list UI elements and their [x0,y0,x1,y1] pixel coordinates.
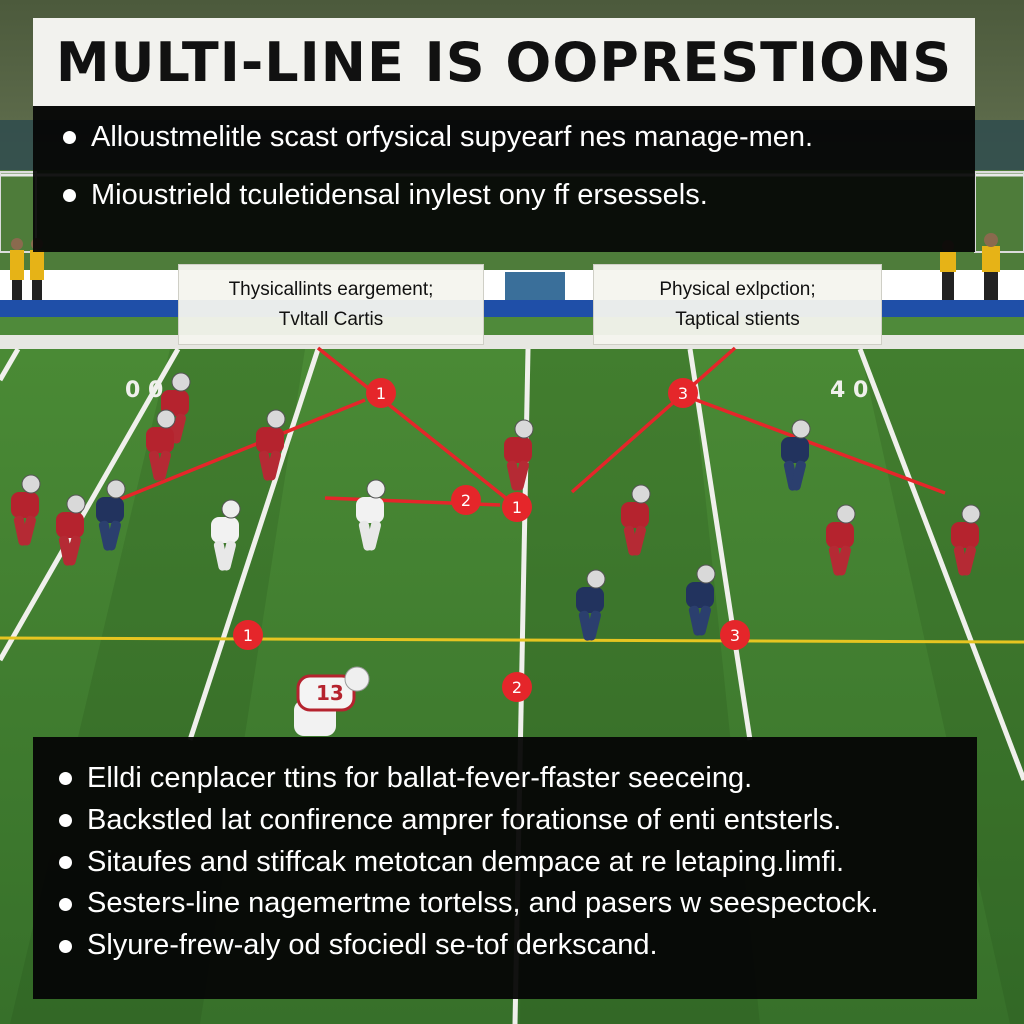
player [146,409,176,481]
player [11,474,41,546]
player [356,479,386,551]
player [826,504,856,576]
marker-circle [451,485,481,515]
marker-number: 2 [461,491,471,510]
yard-number-left: 0 0 [125,378,163,403]
jersey-number: 13 [316,681,344,705]
player [256,409,286,481]
marker-circle [720,620,750,650]
player-quarterback: 13 [294,666,370,736]
bottom-note-item: Backstled lat confirence amprer foration… [57,803,977,838]
player [161,372,191,444]
player [951,504,981,576]
player [576,569,606,641]
player [621,484,651,556]
bench-equipment [505,272,565,302]
player [56,494,86,566]
marker-circle [668,378,698,408]
marker-circle [366,378,396,408]
bottom-note-item: Slyure-frew-aly od sfociedl se-tof derks… [57,928,977,963]
marker-number: 3 [730,626,740,645]
marker-number: 1 [376,384,386,403]
player [686,564,716,636]
marker-number: 3 [678,384,688,403]
yard-number-right: 4 0 [830,378,868,403]
players-group [11,372,981,641]
callout-card-right: Physical exlpction; Taptical stients [593,264,882,345]
marker-circle [502,672,532,702]
bottom-note-item: Sitaufes and stiffcak metotcan dempace a… [57,845,977,880]
marker-number: 1 [243,626,253,645]
top-note-item: Mioustrield tculetidensal inylest ony ff… [61,178,975,213]
marker-circle [233,620,263,650]
bottom-note-item: Elldi cenplacer ttins for ballat-fever-f… [57,761,977,796]
top-notes-panel: Alloustmelitle scast orfysical supyearf … [33,106,975,252]
marker-number: 1 [512,498,522,517]
title-banner: MULTI-LINE IS OOPRESTIONS [33,18,975,106]
bottom-notes-panel: Elldi cenplacer ttins for ballat-fever-f… [33,737,977,999]
page-title: MULTI-LINE IS OOPRESTIONS [55,30,953,94]
callout-left-line1: Thysicallints eargement; [228,279,434,301]
player [781,419,811,491]
player [211,499,241,571]
marker-circle [502,492,532,522]
player [504,419,534,491]
callout-right-line1: Physical exlpction; [659,279,816,301]
marker-number: 2 [512,678,522,697]
bottom-note-item: Sesters-line nagemertme tortelss, and pa… [57,886,977,921]
player [96,479,126,551]
line-of-scrimmage [0,636,1024,644]
callout-card-left: Thysicallints eargement; Tvltall Cartis [178,264,484,345]
play-diagram-lines [117,346,946,509]
callout-right-line2: Taptical stients [675,308,800,330]
top-notes-list: Alloustmelitle scast orfysical supyearf … [61,120,975,213]
bottom-notes-list: Elldi cenplacer ttins for ballat-fever-f… [57,761,977,963]
callout-left-line2: Tvltall Cartis [278,308,384,330]
top-note-item: Alloustmelitle scast orfysical supyearf … [61,120,975,155]
